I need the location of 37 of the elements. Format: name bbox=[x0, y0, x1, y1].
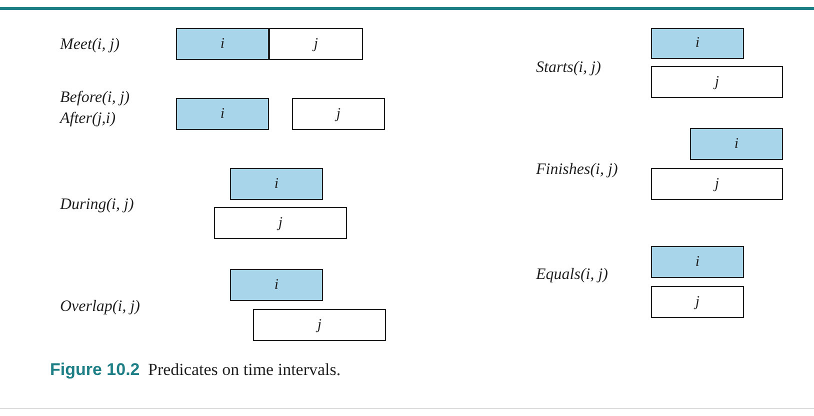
interval-name: i bbox=[695, 254, 700, 270]
predicate-label: Finishes(i, j) bbox=[536, 161, 618, 179]
interval-name: j bbox=[336, 106, 341, 122]
predicate-label: Starts(i, j) bbox=[536, 59, 601, 77]
interval-bar bbox=[253, 309, 386, 341]
predicate-label: Overlap(i, j) bbox=[60, 298, 140, 316]
interval-name: j bbox=[314, 36, 318, 52]
interval-bar bbox=[651, 66, 783, 98]
interval-bar bbox=[214, 207, 347, 239]
interval-name: j bbox=[714, 74, 720, 90]
interval-name: i bbox=[274, 276, 279, 294]
interval-bar bbox=[230, 168, 323, 200]
interval-name: i bbox=[220, 36, 225, 52]
interval-bar bbox=[292, 98, 385, 130]
predicate-label: After(j,i) bbox=[60, 110, 116, 128]
interval-name: j bbox=[317, 316, 322, 334]
interval-name: i bbox=[695, 35, 700, 52]
interval-bar bbox=[176, 98, 269, 130]
interval-name: i bbox=[274, 176, 279, 192]
predicate-label: During(i, j) bbox=[60, 196, 134, 214]
interval-bar bbox=[651, 28, 744, 59]
interval-bar bbox=[269, 28, 363, 60]
interval-bar bbox=[230, 269, 323, 301]
interval-name: j bbox=[278, 214, 283, 232]
interval-name: i bbox=[220, 106, 225, 122]
interval-name: j bbox=[714, 176, 720, 192]
figure-caption: Figure 10.2 Predicates on time intervals. bbox=[50, 360, 341, 380]
interval-bar bbox=[651, 168, 783, 200]
interval-bar bbox=[690, 128, 783, 160]
interval-name: j bbox=[695, 294, 700, 310]
interval-bar bbox=[176, 28, 269, 60]
predicate-label: Meet(i, j) bbox=[60, 36, 120, 54]
predicate-label: Equals(i, j) bbox=[536, 266, 608, 284]
interval-name: i bbox=[734, 136, 739, 152]
interval-bar bbox=[651, 246, 744, 278]
predicate-label: Before(i, j) bbox=[60, 89, 130, 107]
interval-bar bbox=[651, 286, 744, 318]
